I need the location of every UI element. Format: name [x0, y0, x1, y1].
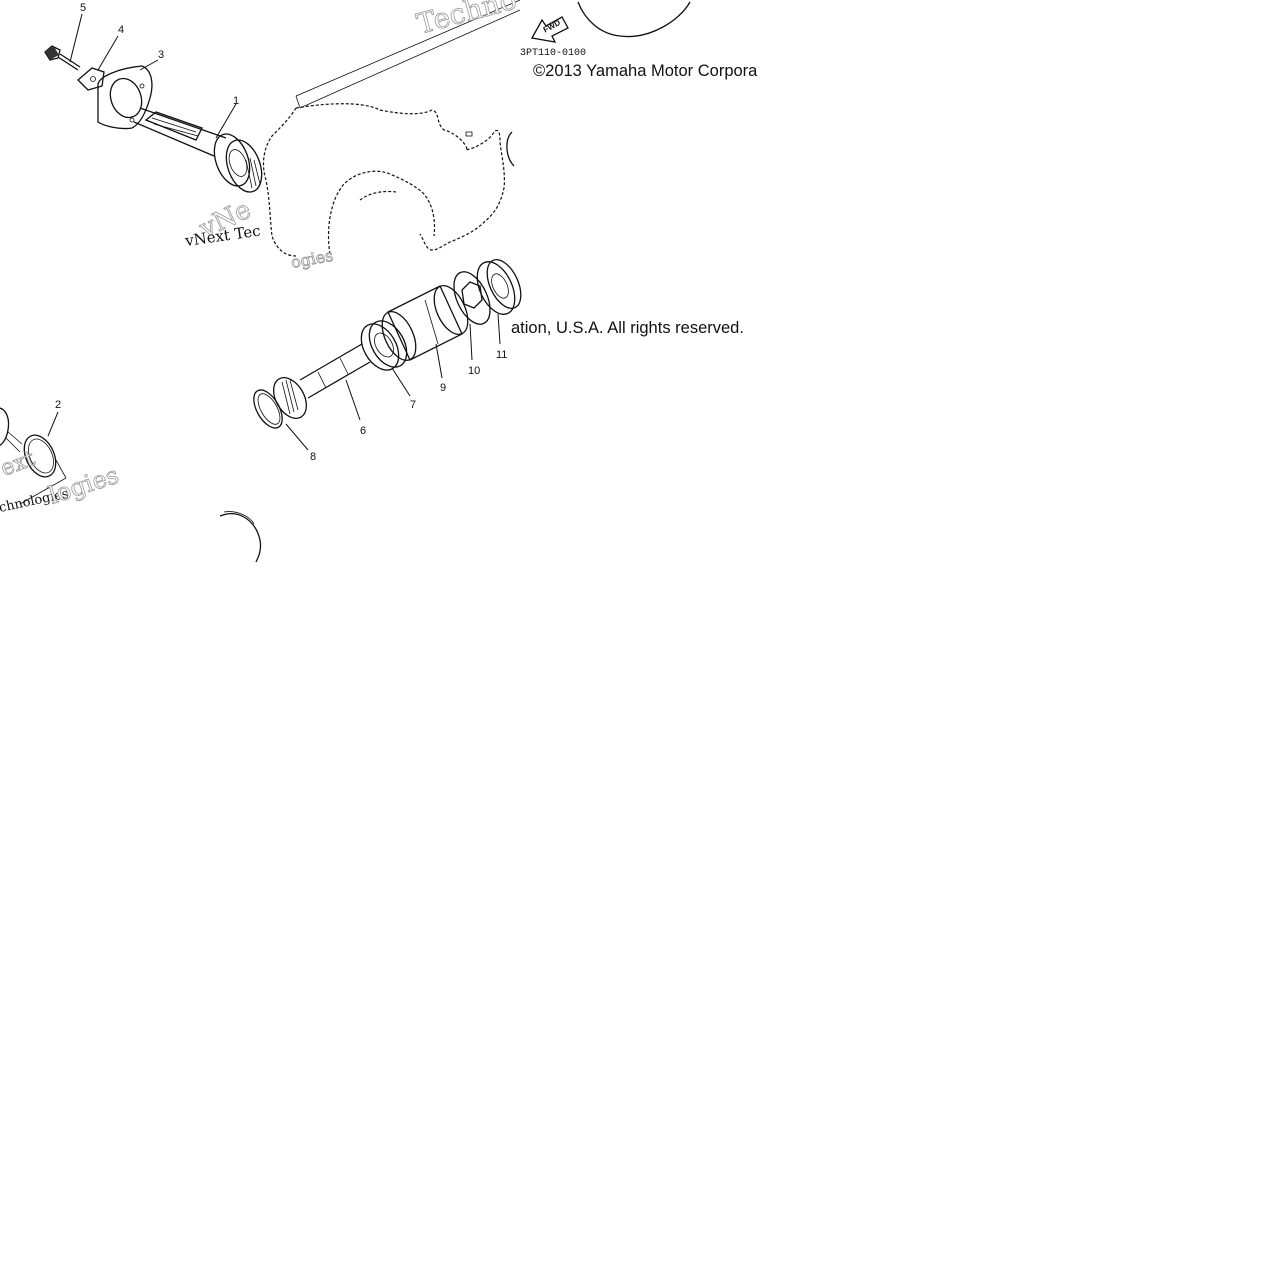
part-4-lock-plate	[77, 67, 105, 91]
crankcase-outline	[262, 103, 515, 257]
part-9-collar	[381, 285, 469, 361]
diagram-reference-code: 3PT110-0100	[520, 48, 586, 59]
watermark-text: vNext Tec	[183, 222, 262, 251]
copyright-notice-top: ©2013 Yamaha Motor Corpora	[533, 62, 758, 80]
callout-9: 9	[435, 343, 446, 394]
svg-text:8: 8	[310, 451, 316, 463]
callout-8: 8	[285, 423, 316, 463]
part-6-secondary-shaft	[272, 343, 371, 419]
callout-5: 5	[69, 2, 86, 63]
part-7-bearing	[360, 320, 408, 371]
callout-4: 4	[97, 24, 124, 71]
copyright-notice-bottom: ation, U.S.A. All rights reserved.	[511, 319, 744, 337]
part-8-circlip	[253, 389, 283, 429]
part-5-bolt	[44, 45, 81, 71]
watermark: logies	[45, 461, 122, 510]
watermark: ext	[0, 446, 38, 481]
svg-text:11: 11	[496, 349, 507, 361]
part-10-washer	[453, 271, 491, 325]
case-outline-bottom-inner	[223, 511, 255, 525]
svg-text:6: 6	[360, 425, 366, 437]
callout-10: 10	[468, 323, 480, 377]
svg-text:10: 10	[468, 365, 480, 377]
callout-7: 7	[391, 367, 416, 411]
svg-text:3: 3	[158, 49, 164, 61]
callout-3: 3	[139, 49, 164, 71]
part-2-circlip	[0, 407, 67, 505]
svg-text:4: 4	[118, 24, 124, 36]
part-1-shaft-assembly	[133, 107, 263, 193]
callout-2: 2	[47, 399, 61, 437]
watermark: ogies	[289, 246, 334, 272]
engine-case-outline-top	[295, 0, 691, 109]
callout-1: 1	[215, 95, 239, 139]
part-3-retainer-plate	[97, 65, 153, 130]
part-11-bearing	[476, 259, 522, 315]
svg-text:9: 9	[440, 382, 446, 394]
svg-text:2: 2	[55, 399, 61, 411]
case-outline-bottom	[219, 513, 262, 563]
callout-11: 11	[496, 313, 507, 361]
callout-6: 6	[345, 379, 366, 437]
svg-text:7: 7	[410, 399, 416, 411]
svg-text:5: 5	[80, 2, 86, 14]
fwd-arrow-icon: FWD	[530, 16, 569, 43]
svg-text:1: 1	[233, 95, 239, 107]
watermark: Techno	[413, 0, 520, 41]
